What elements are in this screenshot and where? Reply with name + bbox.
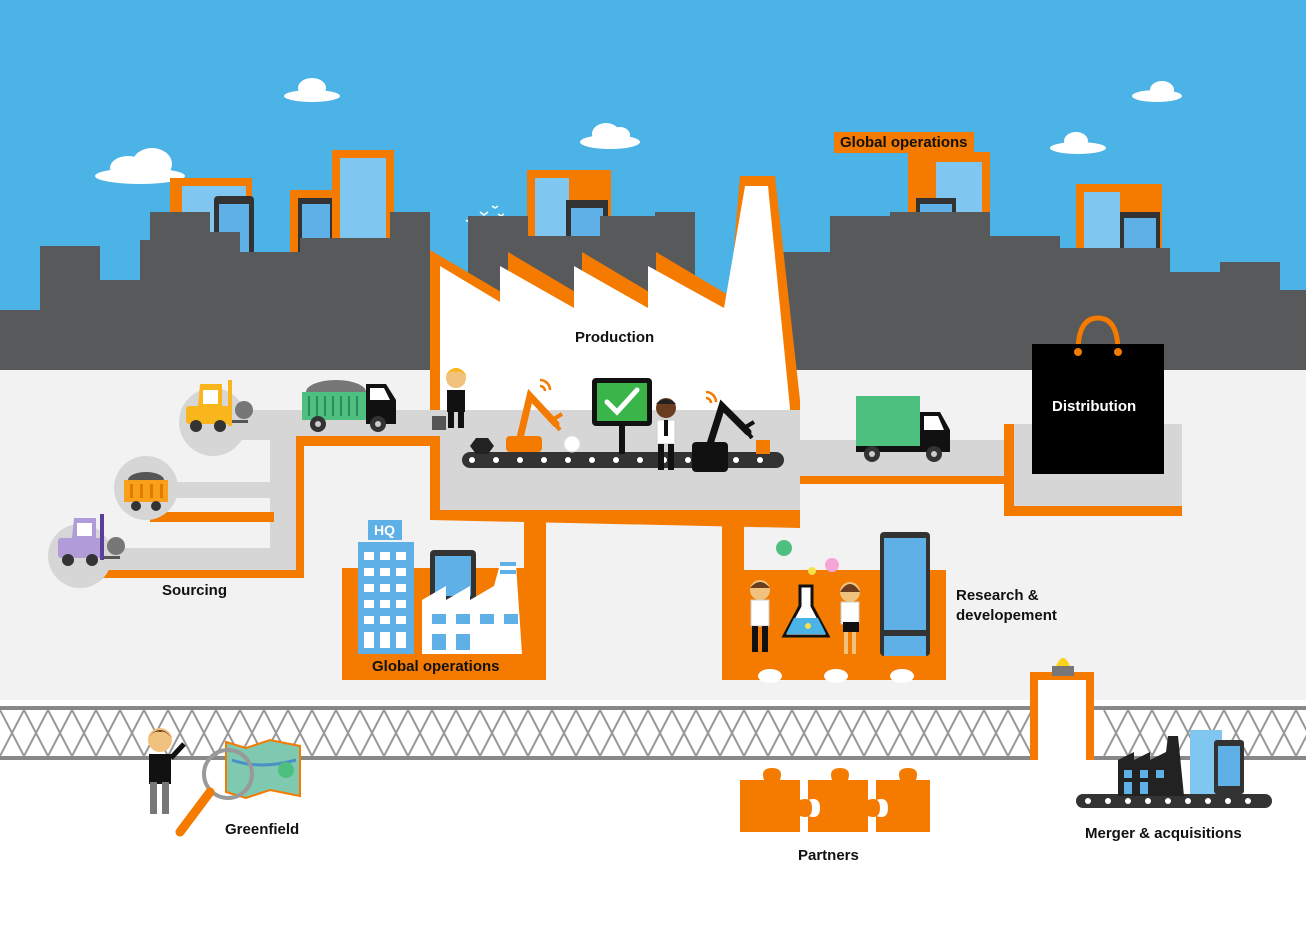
- forklift-yellow: [179, 380, 253, 456]
- global-operations-hq-label: Global operations: [372, 658, 500, 675]
- merger-acquisition-factory: [1076, 730, 1272, 808]
- greenfield-label: Greenfield: [225, 821, 300, 838]
- worker-inspector: [656, 398, 676, 470]
- hq-sign: HQ: [374, 522, 395, 538]
- forklift-purple: [48, 514, 125, 588]
- merger-gate: [1030, 658, 1094, 760]
- robot-arm-orange: [506, 378, 564, 452]
- raw-block: [432, 416, 446, 430]
- scientist-left: [750, 580, 770, 652]
- research-development-lab: [722, 520, 946, 683]
- scientist-right: [840, 582, 860, 654]
- partner-puzzle-pieces: [740, 768, 930, 832]
- sourcing-label: Sourcing: [162, 582, 228, 599]
- research-label-line1: Research &: [956, 587, 1039, 604]
- sphere-part: [563, 435, 581, 453]
- distribution-label: Distribution: [1052, 398, 1137, 415]
- conveyor-belt: [462, 452, 784, 468]
- distribution-bag: [1032, 315, 1164, 474]
- hex-part: [470, 438, 494, 454]
- delivery-truck: [856, 396, 950, 462]
- production-label: Production: [575, 329, 655, 346]
- ore-truck: [302, 380, 396, 432]
- research-label-line2: developement: [956, 607, 1057, 624]
- global-operations-top-label: Global operations: [834, 132, 974, 153]
- clouds: [95, 78, 1182, 184]
- partners-label: Partners: [798, 847, 859, 864]
- greenfield-explorer: [148, 728, 301, 837]
- robot-arm-black: [692, 390, 770, 472]
- global-operations-hq: [342, 520, 546, 680]
- quality-check-monitor: [592, 378, 652, 454]
- mergers-label: Merger & acquisitions: [1085, 825, 1242, 842]
- hq-sign-box: [368, 520, 402, 540]
- ore-cart: [114, 456, 178, 520]
- worker-yellow-hair: [445, 368, 467, 428]
